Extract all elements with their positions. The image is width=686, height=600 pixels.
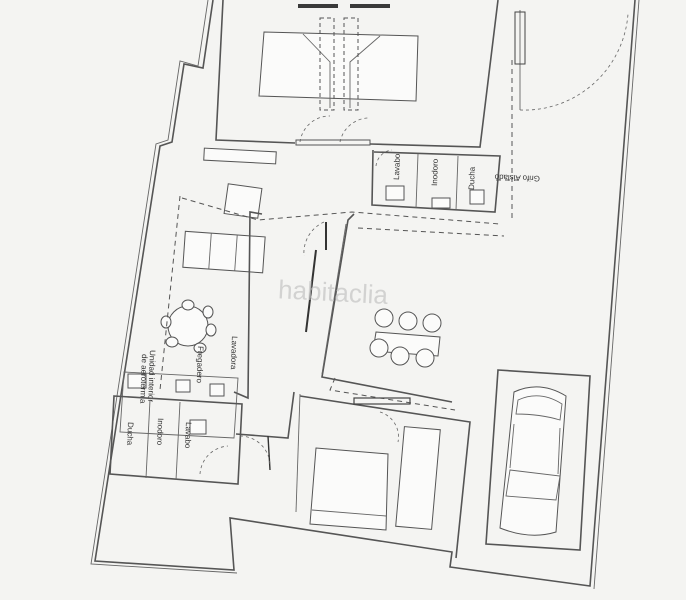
window	[350, 4, 390, 8]
bottom-bedroom	[235, 391, 471, 559]
top-bathroom	[371, 149, 501, 213]
washbasin	[189, 419, 207, 435]
label-ducha-top: Ducha	[467, 166, 477, 190]
sofa	[182, 230, 266, 274]
label-lavadora: Lavadora	[229, 336, 239, 370]
window	[353, 397, 411, 405]
double-bed	[258, 17, 419, 111]
outer-walls	[90, 0, 640, 590]
window	[298, 4, 338, 8]
garage	[485, 369, 591, 551]
toilet	[431, 197, 451, 209]
label-grifo-aislado: Grifo Aislado	[494, 172, 540, 183]
label-lavabo-bottom: Lavabo	[183, 422, 193, 449]
wardrobe	[395, 426, 441, 530]
top-bedroom	[215, 0, 499, 148]
bottom-bathroom	[109, 395, 243, 485]
watermark: habitaclia	[277, 274, 389, 310]
label-unidad-1: Unidad interior	[146, 350, 157, 403]
meter-box	[514, 11, 526, 65]
armchair	[223, 183, 263, 219]
label-ducha-bottom: Ducha	[125, 422, 135, 446]
entrance-door	[511, 10, 629, 222]
shower-tray	[469, 189, 485, 205]
laundry-area	[119, 371, 239, 439]
label-inodoro-top: Inodoro	[430, 158, 440, 186]
label-inodoro-bottom: Inodoro	[155, 418, 165, 446]
dining-table-rect	[369, 308, 442, 368]
dining-table-round	[160, 299, 217, 354]
interior-walls	[233, 211, 505, 411]
car	[499, 386, 567, 536]
label-fregadero: Fregadero	[195, 346, 205, 384]
label-unidad-2: de aerotermia	[138, 354, 149, 404]
bottom-bathroom-labels: Ducha Inodoro Lavabo	[125, 418, 193, 449]
top-bathroom-labels: Lavabo Inodoro Ducha	[392, 153, 477, 190]
bed-bottom	[309, 447, 389, 531]
label-lavabo-top: Lavabo	[392, 153, 402, 180]
washbasin	[385, 185, 405, 201]
laundry-labels: Unidad interior de aerotermia Fregadero …	[138, 336, 239, 404]
shelf	[203, 147, 277, 165]
living-room	[159, 147, 501, 391]
